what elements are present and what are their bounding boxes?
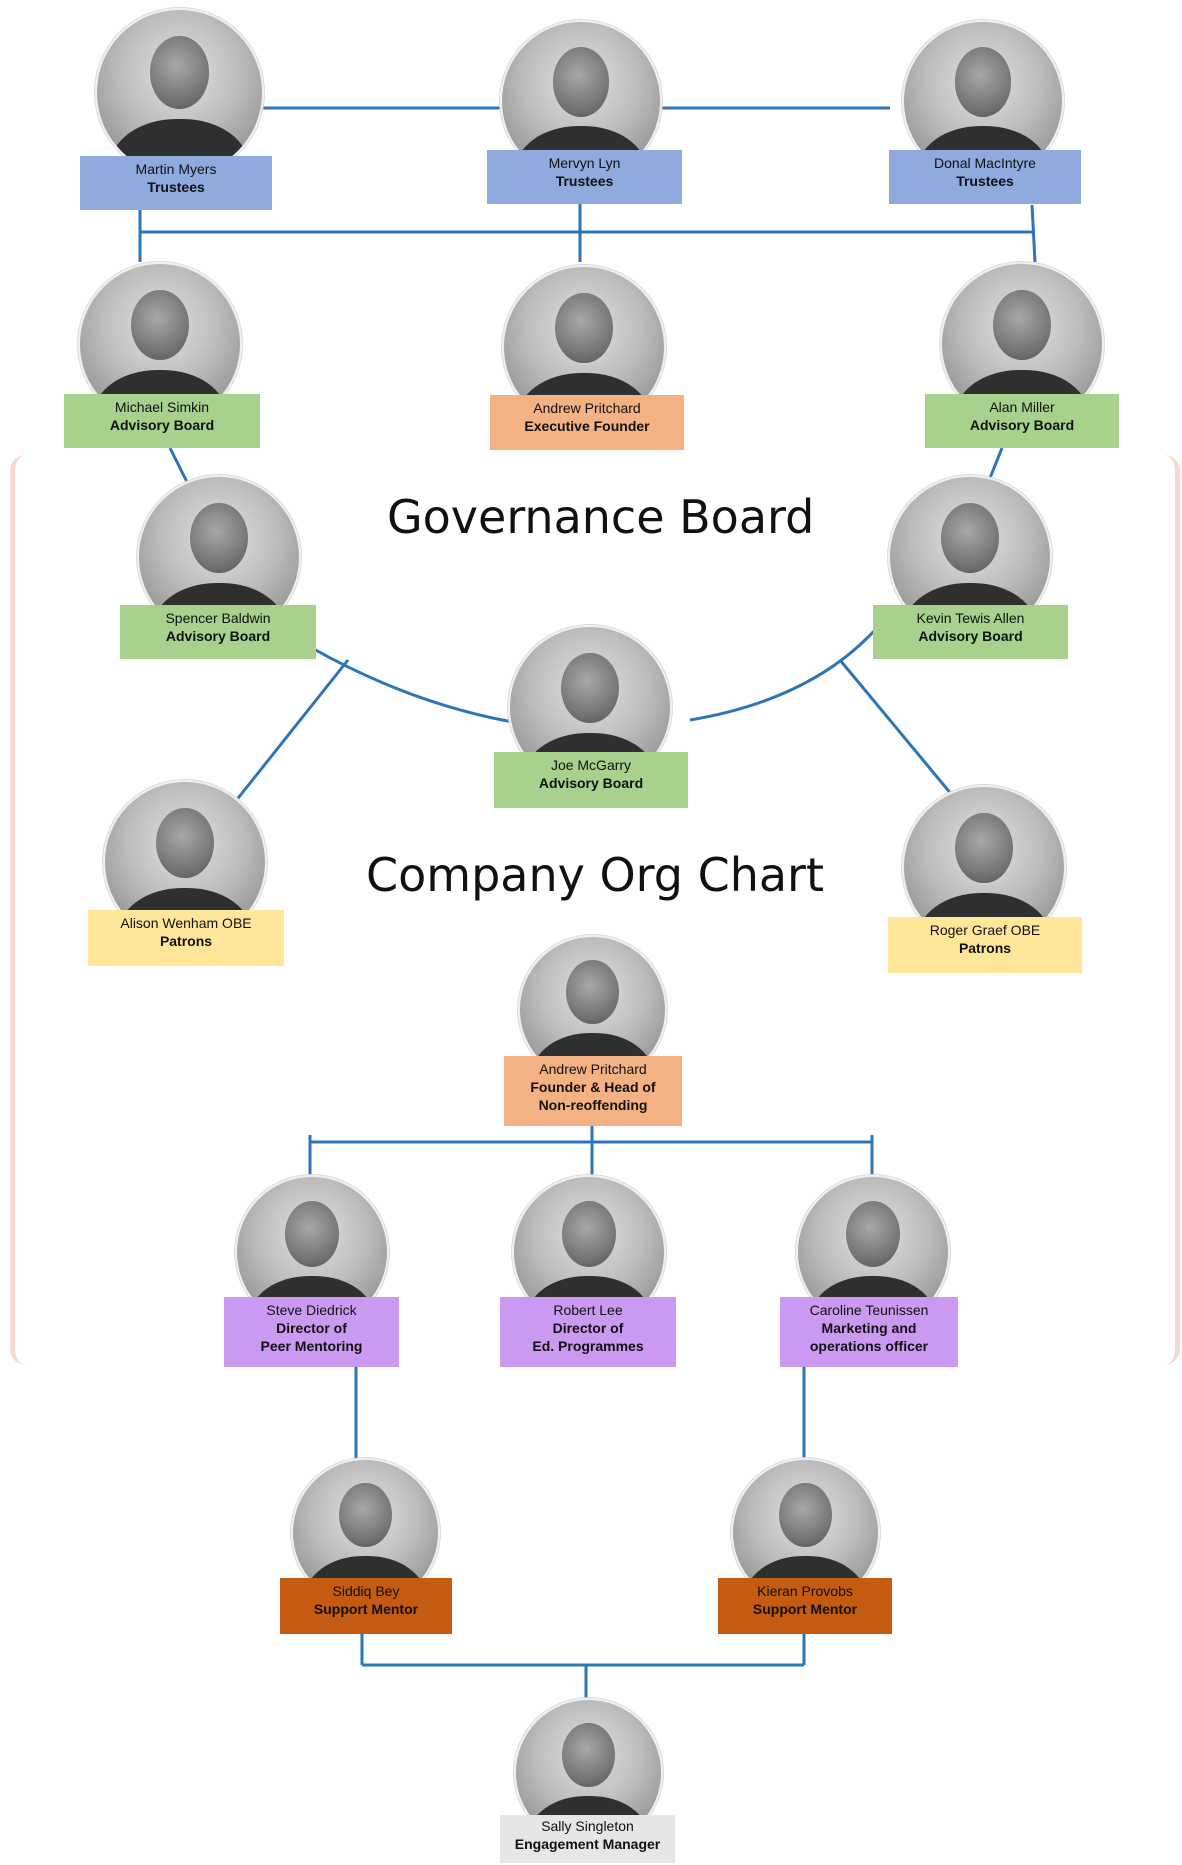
person-name: Joe McGarry [550,757,632,773]
person-name: Andrew Pritchard [539,1061,647,1077]
person-role: Advisory Board [969,417,1075,433]
person-name: Caroline Teunissen [809,1302,929,1318]
person-role-line2: Ed. Programmes [532,1338,644,1354]
andrew-pritchard-exec-label: Andrew Pritchard Executive Founder [490,395,684,450]
connector-donal-alan [1030,204,1037,263]
person-name: Mervyn Lyn [548,155,621,171]
person-name: Steve Diedrick [266,1302,357,1318]
org-chart-frame [10,455,1180,1365]
person-name: Andrew Pritchard [533,400,641,416]
martin-myers-label: Martin Myers Trustees [80,156,272,210]
connector-alan-kevin [988,447,1004,479]
steve-diedrick-label: Steve Diedrick Director of Peer Mentorin… [224,1297,399,1367]
person-name: Sally Singleton [541,1818,634,1834]
person-role: Support Mentor [313,1601,419,1617]
person-role: Founder & Head of [530,1079,656,1095]
person-role: Engagement Manager [514,1836,661,1852]
roger-graef-label: Roger Graef OBE Patrons [888,917,1082,973]
person-role: Trustees [555,173,614,189]
person-name: Martin Myers [135,161,217,177]
person-name: Michael Simkin [114,399,210,415]
person-role: Advisory Board [109,417,215,433]
person-role: Trustees [147,179,205,195]
person-name: Donal MacIntyre [934,155,1036,171]
person-name: Alison Wenham OBE [120,915,252,931]
company-org-chart-heading: Company Org Chart [366,848,825,902]
donal-macintyre-label: Donal MacIntyre Trustees [889,150,1081,204]
alison-wenham-label: Alison Wenham OBE Patrons [88,910,284,966]
person-name: Kevin Tewis Allen [916,610,1025,626]
person-role: Marketing and [821,1320,917,1336]
spencer-baldwin-label: Spencer Baldwin Advisory Board [120,605,316,659]
mervyn-lyn-label: Mervyn Lyn Trustees [487,150,682,204]
andrew-pritchard-founder-label: Andrew Pritchard Founder & Head of Non-r… [504,1056,682,1126]
person-name: Robert Lee [553,1302,623,1318]
person-role: Patrons [958,940,1012,956]
person-role: Advisory Board [918,628,1023,644]
alan-miller-label: Alan Miller Advisory Board [925,394,1119,448]
person-role: Advisory Board [165,628,271,644]
person-role: Advisory Board [538,775,644,791]
person-role: Support Mentor [752,1601,858,1617]
governance-board-heading: Governance Board [387,490,815,544]
person-name: Alan Miller [989,399,1055,415]
person-role-line2: Peer Mentoring [260,1338,363,1354]
person-role: Director of [552,1320,624,1336]
caroline-teunissen-label: Caroline Teunissen Marketing and operati… [780,1297,958,1367]
joe-mcgarry-label: Joe McGarry Advisory Board [494,752,688,808]
michael-simkin-label: Michael Simkin Advisory Board [64,394,260,448]
person-name: Spencer Baldwin [165,610,271,626]
martin-myers-photo [95,8,264,177]
person-role: Patrons [159,933,213,949]
sally-singleton-label: Sally Singleton Engagement Manager [500,1815,675,1863]
kieran-provobs-label: Kieran Provobs Support Mentor [718,1578,892,1634]
person-name: Kieran Provobs [757,1583,853,1599]
person-role: Director of [276,1320,347,1336]
connector-kevin-roger [838,659,954,796]
person-role-line2: Non-reoffending [538,1097,648,1113]
person-name: Roger Graef OBE [929,922,1041,938]
kevin-tewis-allen-label: Kevin Tewis Allen Advisory Board [873,605,1068,659]
siddiq-bey-label: Siddiq Bey Support Mentor [280,1578,452,1634]
person-role-line2: operations officer [809,1338,929,1354]
person-role: Trustees [956,173,1014,189]
robert-lee-label: Robert Lee Director of Ed. Programmes [500,1297,676,1367]
connector-arc-right [689,628,877,722]
person-name: Siddiq Bey [332,1583,400,1599]
connector-spencer-alison [233,659,350,803]
person-role: Executive Founder [524,418,650,434]
